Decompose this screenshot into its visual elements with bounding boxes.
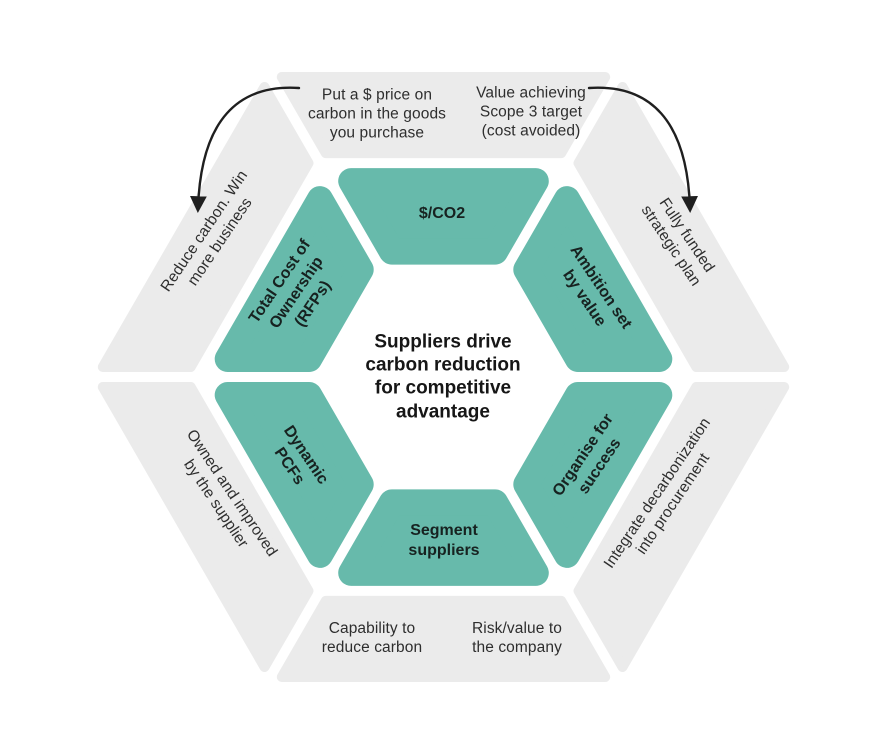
inner-segment-lower-right xyxy=(513,382,673,568)
outer-segment-top xyxy=(276,72,611,159)
curved-arrow-right xyxy=(587,86,698,214)
curved-arrow-left xyxy=(190,86,301,214)
inner-segment-lower-left xyxy=(214,382,374,568)
inner-segment-upper-left xyxy=(214,186,374,372)
inner-segment-bottom xyxy=(338,489,549,586)
outer-segment-upper-right xyxy=(573,82,790,372)
outer-segment-lower-left xyxy=(97,382,314,672)
outer-segment-lower-right xyxy=(573,382,790,672)
inner-segment-top xyxy=(338,168,549,265)
outer-segment-bottom xyxy=(276,595,611,682)
outer-segment-upper-left xyxy=(97,82,314,372)
inner-segment-upper-right xyxy=(513,186,673,372)
